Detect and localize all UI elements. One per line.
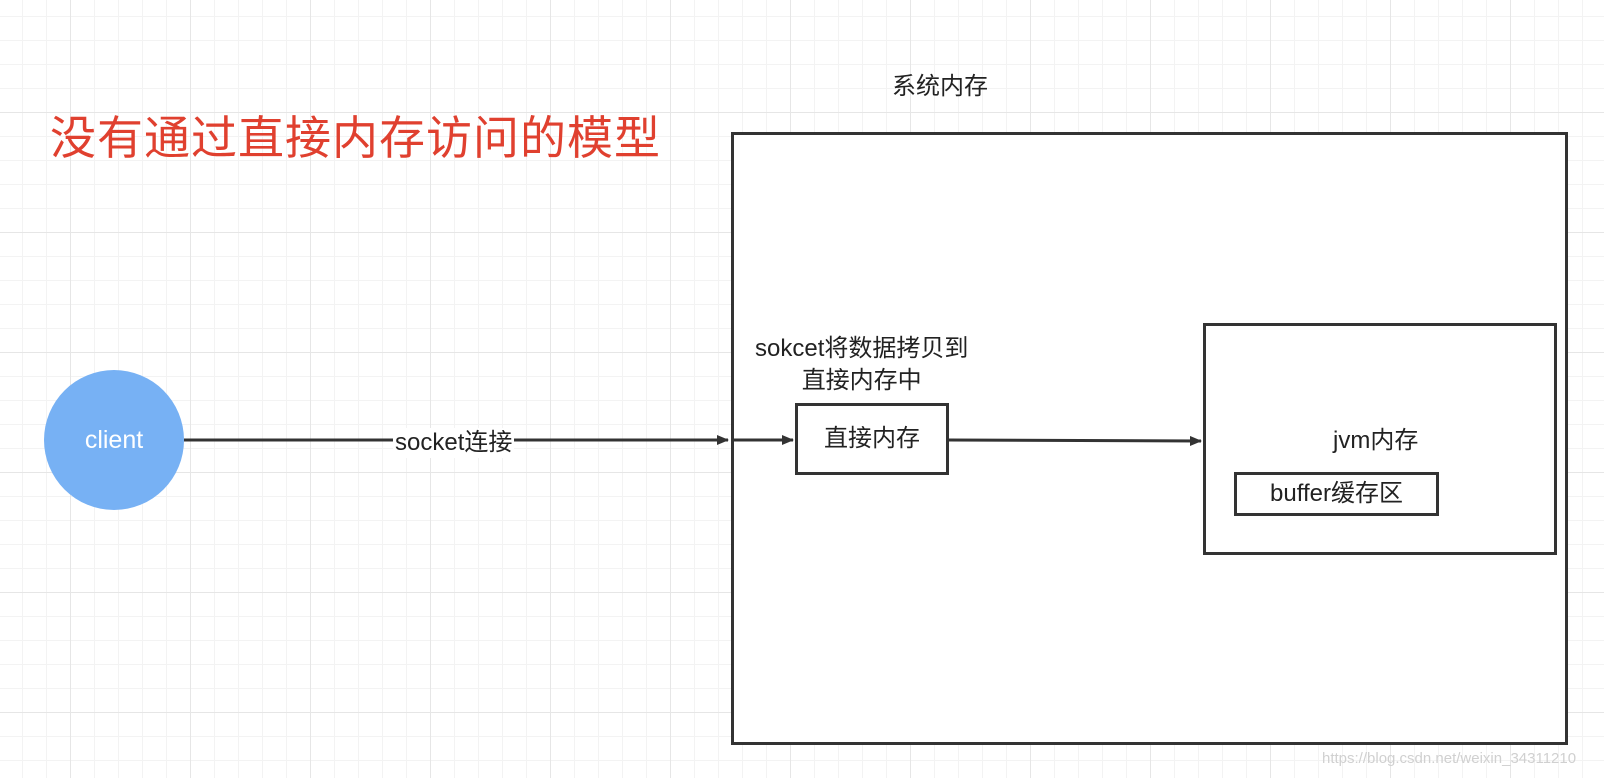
jvm-memory-box[interactable] bbox=[1203, 323, 1557, 555]
client-label: client bbox=[84, 425, 144, 454]
jvm-memory-label: jvm内存 bbox=[1333, 427, 1419, 454]
direct-memory-box[interactable]: 直接内存 bbox=[795, 403, 949, 475]
buffer-label: buffer缓存区 bbox=[1270, 480, 1403, 507]
copy-note: sokcet将数据拷贝到 直接内存中 bbox=[755, 333, 968, 397]
copy-note-line-1: sokcet将数据拷贝到 bbox=[755, 335, 969, 362]
buffer-box[interactable]: buffer缓存区 bbox=[1234, 472, 1439, 516]
client-node[interactable]: client bbox=[44, 370, 184, 510]
copy-note-line-2: 直接内存中 bbox=[801, 367, 922, 394]
watermark: https://blog.csdn.net/weixin_34311210 bbox=[1322, 750, 1577, 767]
direct-memory-label: 直接内存 bbox=[824, 425, 920, 452]
diagram-title: 没有通过直接内存访问的模型 bbox=[50, 112, 661, 164]
system-memory-label: 系统内存 bbox=[892, 73, 988, 100]
direct-to-jvm-arrow[interactable] bbox=[948, 435, 1202, 446]
socket-connection-label: socket连接 bbox=[393, 428, 515, 458]
